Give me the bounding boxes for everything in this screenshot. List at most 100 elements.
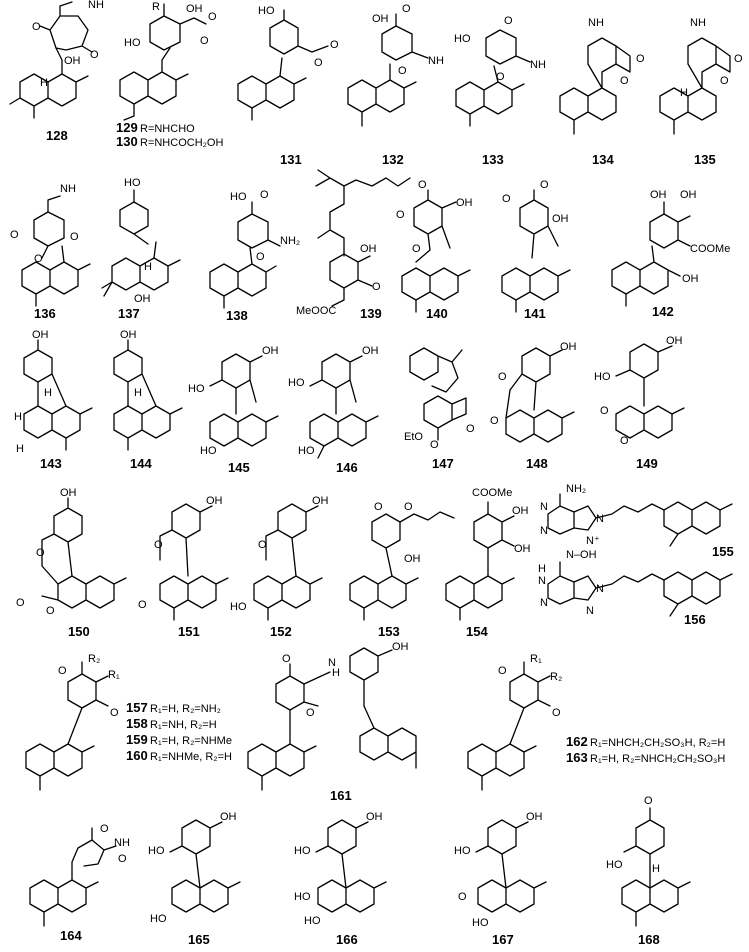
atom-o: O [46,605,55,617]
atom-o: O [208,11,217,23]
atom-o: O [552,707,561,719]
atom-o: O [620,435,629,447]
compound-label-162: 162 [566,734,588,749]
compound-label-153: 153 [378,624,400,639]
atom-oh: OH [186,3,203,15]
structure-154: COOMe OH OH 154 [445,487,531,639]
atom-o: O [734,53,743,65]
structure-161: O O H N OH 161 [247,641,417,803]
structure-134: NH O O 134 [559,17,645,167]
atom-o: O [402,3,411,15]
atom-ho: HO [258,5,275,17]
structure-157-160: R₂ R₁ O O 157 R₁=H, R₂=NH₂ 158 R₁=NH, R₂… [25,653,232,791]
structure-144: OH H 144 [113,329,183,471]
structure-139: OH O MeOOC 139 [296,169,411,321]
atom-r: R [152,1,160,13]
structure-145: OH HO HO 145 [188,345,279,475]
atom-o: O [58,665,67,677]
r-definition-158: R₁=NH, R₂=H [150,719,217,731]
atom-nh: NH [60,183,76,195]
compound-label-142: 142 [652,304,674,319]
atom-o: O [70,231,79,243]
compound-label-133: 133 [482,152,504,167]
compound-label-141: 141 [524,306,546,321]
atom-ho: HO [288,377,305,389]
atom-o: O [282,653,291,665]
structure-128: NH O O OH H 128 [9,0,104,143]
atom-o: O [504,15,513,27]
atom-o: O [636,53,645,65]
r-definition-159: R₁=H, R₂=NHMe [150,735,232,747]
structure-142: OH OH COOMe OH 142 [611,189,730,319]
atom-o: O [16,597,25,609]
structure-167: OH HO O HO 167 [454,811,547,947]
structure-166: OH HO HO HO 166 [294,811,387,947]
compound-label-137: 137 [118,306,140,321]
compound-label-136: 136 [34,306,56,321]
atom-oh: OH [64,55,81,67]
atom-o: O [100,823,109,835]
atom-ho: HO [304,915,321,927]
atom-o: O [496,71,505,83]
atom-nh2: NH₂ [566,483,586,495]
compound-label-145: 145 [228,460,250,475]
r-definition-129: R=NHCHO [140,123,195,135]
atom-oh: OH [372,13,389,25]
atom-o: O [118,853,127,865]
atom-o: O [200,35,209,47]
compound-label-134: 134 [592,152,614,167]
atom-nh2: NH₂ [280,235,300,247]
atom-oh: OH [312,495,329,507]
atom-oh: OH [220,811,237,823]
structure-135: NH O O H 135 [659,17,743,167]
atom-oh: OH [134,293,151,305]
compound-label-149: 149 [636,456,658,471]
compound-label-157: 157 [126,700,148,715]
atom-o: O [110,707,119,719]
atom-n-plus: N⁺ [586,535,600,547]
atom-nh: NH [114,837,130,849]
atom-oh: OH [366,811,383,823]
atom-h: H [14,411,22,423]
atom-coome: COOMe [472,487,512,499]
structure-165: OH HO HO 165 [148,811,241,947]
structure-137: HO H OH 137 [101,177,181,321]
atom-n: N [586,605,594,617]
atom-h: H [680,87,688,99]
compound-label-161: 161 [330,788,352,803]
atom-eto: EtO [404,431,423,443]
atom-o: O [502,193,511,205]
atom-meooc: MeOOC [296,305,336,317]
atom-r2: R₂ [88,653,100,665]
atom-oh: OH [650,189,667,201]
atom-ho: HO [148,845,165,857]
atom-oh: OH [666,335,683,347]
atom-ho: HO [594,371,611,383]
atom-ho: HO [294,891,311,903]
atom-n: N [540,525,548,537]
structure-152: OH O HO 152 [230,495,329,639]
atom-h: H [16,443,24,455]
atom-o: O [498,371,507,383]
atom-o: O [644,795,653,807]
atom-o: O [258,539,267,551]
atom-o: O [32,21,41,33]
structure-133: HO O O NH 133 [454,15,546,167]
atom-n-oh: N–OH [566,549,597,561]
atom-nh: NH [690,17,706,29]
atom-n: N [596,513,604,525]
r-definition-130: R=NHCOCH₂OH [140,137,223,149]
compound-label-146: 146 [336,460,358,475]
atom-o: O [330,39,339,51]
atom-ho: HO [472,917,489,929]
atom-o: O [260,189,269,201]
compound-label-165: 165 [188,932,210,947]
atom-nh: NH [588,17,604,29]
atom-oh: OH [680,189,697,201]
compound-label-166: 166 [336,932,358,947]
structure-150: OH O O O 150 [16,487,127,639]
compound-label-143: 143 [40,456,62,471]
atom-ho: HO [298,445,315,457]
compound-label-151: 151 [178,624,200,639]
atom-o: O [600,405,609,417]
